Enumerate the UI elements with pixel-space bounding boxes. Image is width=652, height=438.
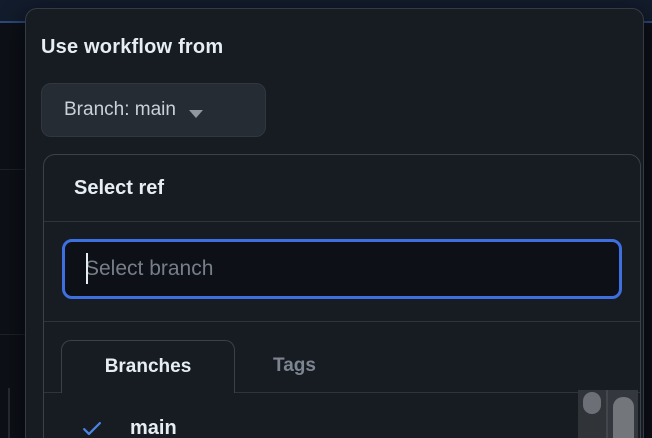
tab-tags[interactable]: Tags <box>235 339 354 392</box>
background-divider <box>0 334 25 335</box>
background-divider <box>8 388 10 438</box>
background-divider <box>0 169 25 170</box>
branch-selector-label: Branch: main <box>64 99 176 120</box>
branch-name: main <box>130 416 177 438</box>
branch-list-item-main[interactable]: main <box>44 402 640 438</box>
list-scrollbar-thumb[interactable] <box>583 392 601 414</box>
ref-tab-nav: Branches Tags <box>44 322 640 393</box>
text-cursor <box>86 253 88 284</box>
branch-list: main <box>44 393 640 438</box>
panel-scrollbar-thumb[interactable] <box>613 397 634 438</box>
branch-selector-button[interactable]: Branch: main <box>41 83 266 137</box>
scrollbar-divider <box>606 390 608 438</box>
ref-selector-panel: Select ref Branches Tags main <box>43 154 641 438</box>
ref-filter-section <box>44 222 640 322</box>
ref-selector-title: Select ref <box>44 155 640 222</box>
check-icon <box>83 422 101 436</box>
tab-branches[interactable]: Branches <box>61 340 235 393</box>
tab-branches-label: Branches <box>104 356 192 377</box>
use-workflow-from-title: Use workflow from <box>41 36 224 58</box>
tab-tags-label: Tags <box>273 354 316 376</box>
branch-filter-input[interactable] <box>62 239 622 299</box>
caret-down-icon <box>188 110 203 118</box>
workflow-dropdown-panel: Use workflow from Branch: main Select re… <box>25 8 644 438</box>
